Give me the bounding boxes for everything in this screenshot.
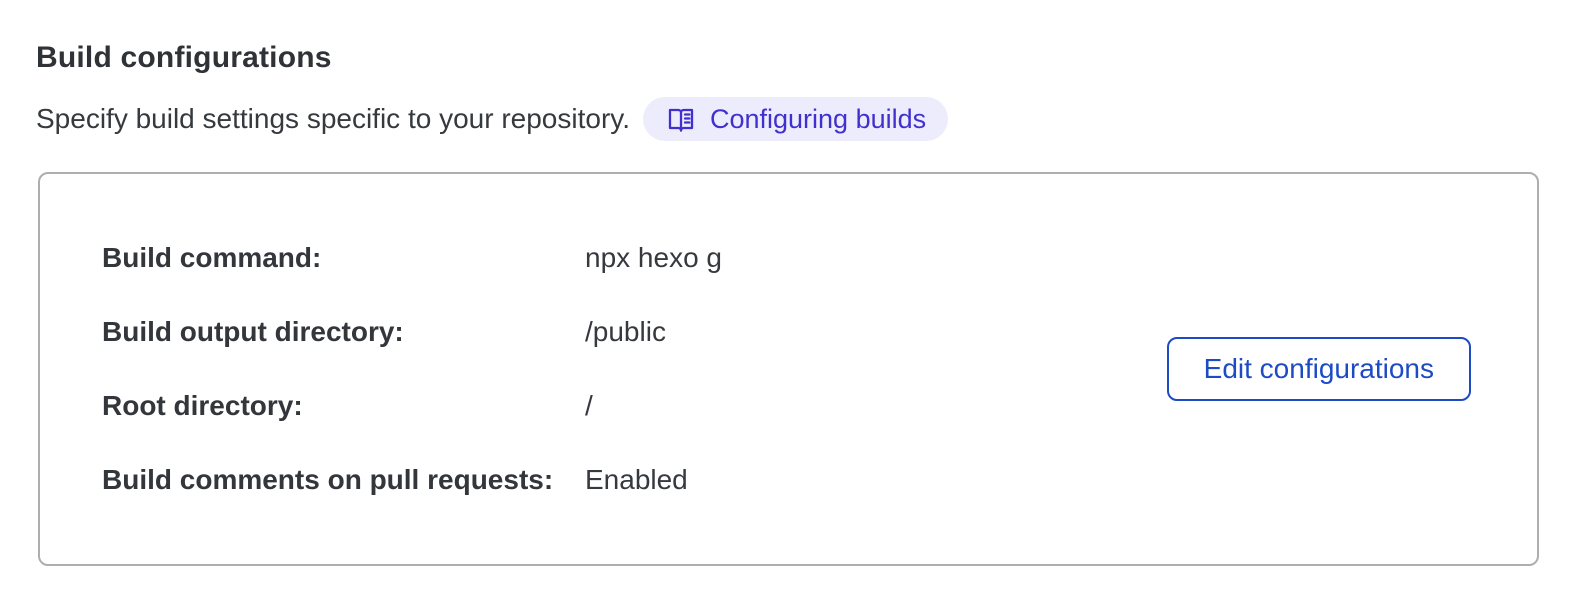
field-label: Build command:: [102, 242, 322, 273]
field-row-build-output-directory: Build output directory: /public: [102, 315, 1167, 349]
docs-link-label: Configuring builds: [709, 103, 927, 134]
field-value: Enabled: [585, 464, 688, 495]
field-label: Build output directory:: [102, 316, 404, 347]
field-row-build-comments: Build comments on pull requests: Enabled: [102, 463, 1167, 497]
section-description: Specify build settings specific to your …: [36, 103, 630, 134]
field-value: /public: [585, 316, 666, 347]
build-configurations-card: Build command: npx hexo g Build output d…: [38, 172, 1539, 566]
edit-configurations-button[interactable]: Edit configurations: [1166, 337, 1471, 401]
subtitle-row: Specify build settings specific to your …: [36, 97, 1539, 141]
field-label: Root directory:: [102, 390, 303, 421]
open-book-icon: [665, 103, 697, 135]
configuring-builds-docs-link[interactable]: Configuring builds: [642, 97, 949, 141]
field-row-build-command: Build command: npx hexo g: [102, 241, 1167, 275]
field-row-root-directory: Root directory: /: [102, 389, 1167, 423]
config-fields: Build command: npx hexo g Build output d…: [102, 241, 1167, 497]
page-title: Build configurations: [36, 41, 332, 74]
field-value: npx hexo g: [585, 242, 722, 273]
field-label: Build comments on pull requests:: [102, 464, 554, 495]
field-value: /: [585, 390, 593, 421]
